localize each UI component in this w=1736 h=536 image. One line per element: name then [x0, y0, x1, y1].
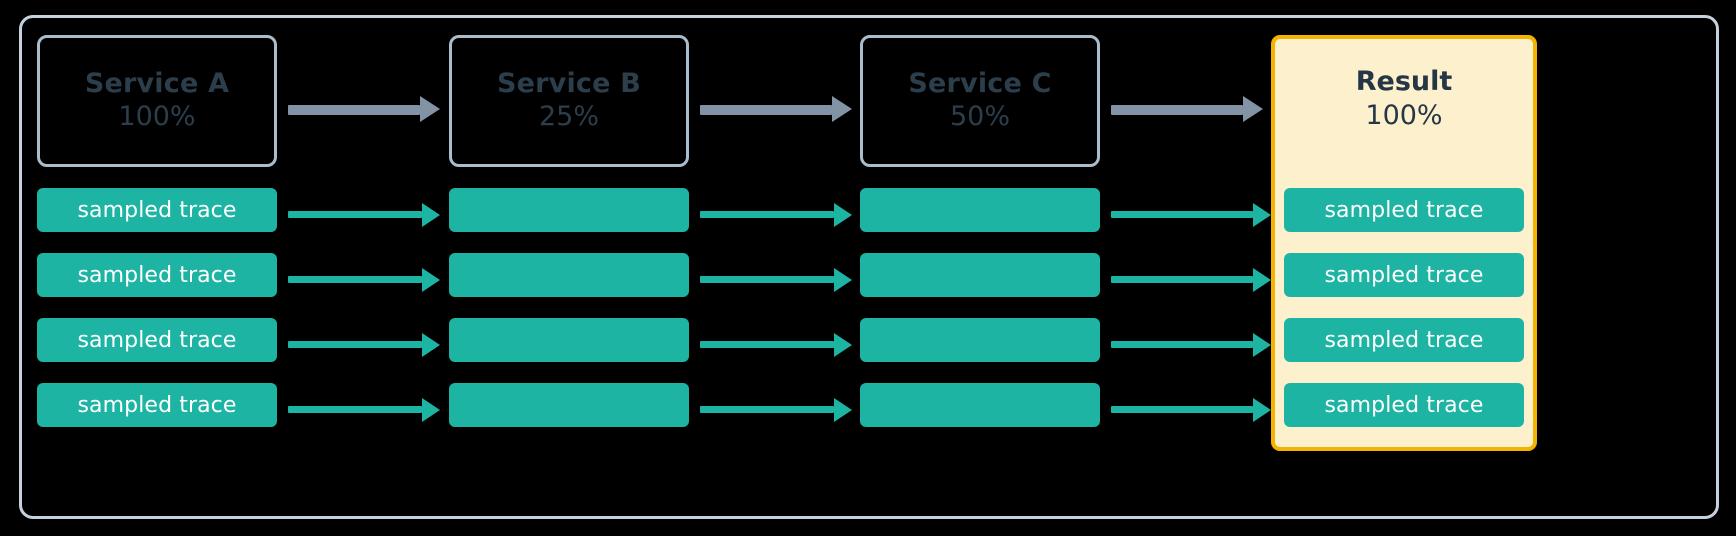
arrow-head-icon [832, 96, 852, 122]
arrow-head-icon [420, 96, 440, 122]
stage-percent: 100% [118, 101, 196, 133]
result-header: Result 100% [1275, 66, 1533, 133]
arrow-shaft [1111, 105, 1243, 115]
stage-title: Service A [84, 68, 230, 100]
trace-bar-r1c3 [860, 188, 1100, 232]
arrow-shaft [700, 105, 832, 115]
stage-box-service-a: Service A 100% [37, 35, 277, 167]
arrow-head-icon [422, 202, 440, 227]
arrow-head-icon [1243, 96, 1263, 122]
diagram-outer-frame [19, 15, 1719, 519]
arrow-shaft [1111, 276, 1253, 283]
stage-title: Service C [908, 68, 1052, 100]
trace-bar-r1c1: sampled trace [37, 188, 277, 232]
trace-bar-r3c2 [449, 318, 689, 362]
arrow-shaft [700, 211, 834, 218]
stage-title: Result [1355, 66, 1453, 97]
trace-bar-r3c3 [860, 318, 1100, 362]
arrow-shaft [700, 406, 834, 413]
trace-bar-r1c2 [449, 188, 689, 232]
arrow-head-icon [422, 267, 440, 292]
arrow-head-icon [1253, 267, 1271, 292]
stage-box-result: Result 100% [1271, 35, 1537, 451]
trace-bar-r2c3 [860, 253, 1100, 297]
trace-bar-r1c4: sampled trace [1284, 188, 1524, 232]
stage-percent: 50% [949, 101, 1010, 133]
trace-bar-r2c4: sampled trace [1284, 253, 1524, 297]
arrow-shaft [288, 211, 422, 218]
arrow-shaft [700, 276, 834, 283]
arrow-head-icon [1253, 332, 1271, 357]
arrow-head-icon [1253, 397, 1271, 422]
trace-bar-r2c2 [449, 253, 689, 297]
arrow-shaft [288, 341, 422, 348]
trace-bar-r4c4: sampled trace [1284, 383, 1524, 427]
trace-bar-r3c1: sampled trace [37, 318, 277, 362]
arrow-head-icon [834, 397, 852, 422]
stage-title: Service B [496, 68, 642, 100]
arrow-shaft [700, 341, 834, 348]
trace-bar-r4c1: sampled trace [37, 383, 277, 427]
trace-bar-r4c3 [860, 383, 1100, 427]
stage-box-service-b: Service B 25% [449, 35, 689, 167]
arrow-head-icon [1253, 202, 1271, 227]
trace-bar-r4c2 [449, 383, 689, 427]
stage-box-service-c: Service C 50% [860, 35, 1100, 167]
arrow-shaft [1111, 211, 1253, 218]
arrow-shaft [288, 406, 422, 413]
arrow-head-icon [834, 202, 852, 227]
arrow-head-icon [422, 332, 440, 357]
arrow-head-icon [834, 332, 852, 357]
arrow-shaft [1111, 341, 1253, 348]
trace-bar-r2c1: sampled trace [37, 253, 277, 297]
arrow-shaft [288, 105, 420, 115]
arrow-shaft [288, 276, 422, 283]
arrow-head-icon [834, 267, 852, 292]
stage-percent: 100% [1365, 100, 1443, 132]
stage-percent: 25% [538, 101, 599, 133]
trace-bar-r3c4: sampled trace [1284, 318, 1524, 362]
arrow-shaft [1111, 406, 1253, 413]
arrow-head-icon [422, 397, 440, 422]
